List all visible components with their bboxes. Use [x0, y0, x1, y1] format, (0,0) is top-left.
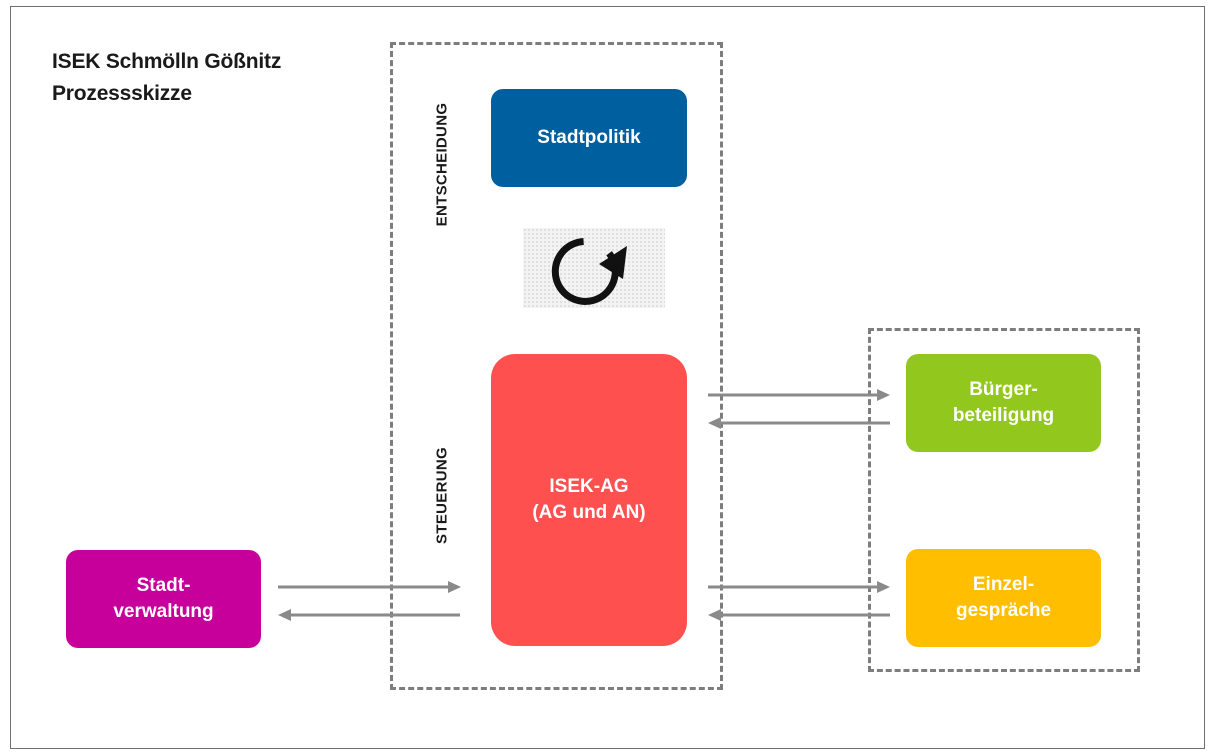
- stadtpolitik-node: Stadtpolitik: [491, 89, 687, 187]
- buergerbeteiligung-label-line-2: beteiligung: [952, 405, 1055, 426]
- title-line-1: ISEK Schmölln Gößnitz: [52, 50, 282, 73]
- entscheidung-label: ENTSCHEIDUNG: [433, 102, 451, 227]
- refresh-cycle-icon: [551, 238, 627, 305]
- stadtpolitik-label: Stadtpolitik: [537, 127, 641, 148]
- stadtverwaltung-node: Stadt- verwaltung: [66, 550, 261, 648]
- stadtverwaltung-label-line-1: Stadt-: [136, 575, 191, 596]
- einzelgespraeche-node: Einzel- gespräche: [906, 549, 1101, 647]
- steuerung-label: STEUERUNG: [433, 447, 451, 544]
- isek-ag-node: ISEK-AG (AG und AN): [491, 354, 687, 646]
- buergerbeteiligung-node: Bürger- beteiligung: [906, 354, 1101, 452]
- einzelgespraeche-label-line-1: Einzel-: [972, 574, 1035, 595]
- buergerbeteiligung-label-line-1: Bürger-: [969, 379, 1038, 400]
- cycle-icon-panel: [523, 228, 665, 308]
- central-group-border: [390, 42, 723, 690]
- participation-group-border: [868, 328, 1140, 672]
- einzelgespraeche-label-line-2: gespräche: [955, 600, 1052, 621]
- title-line-2: Prozessskizze: [52, 82, 192, 105]
- diagram-title: ISEK Schmölln Gößnitz Prozessskizze: [52, 46, 281, 110]
- isek-ag-label-line-2: (AG und AN): [532, 502, 646, 523]
- isek-ag-label-line-1: ISEK-AG: [549, 476, 629, 497]
- stadtverwaltung-label-line-2: verwaltung: [113, 601, 214, 622]
